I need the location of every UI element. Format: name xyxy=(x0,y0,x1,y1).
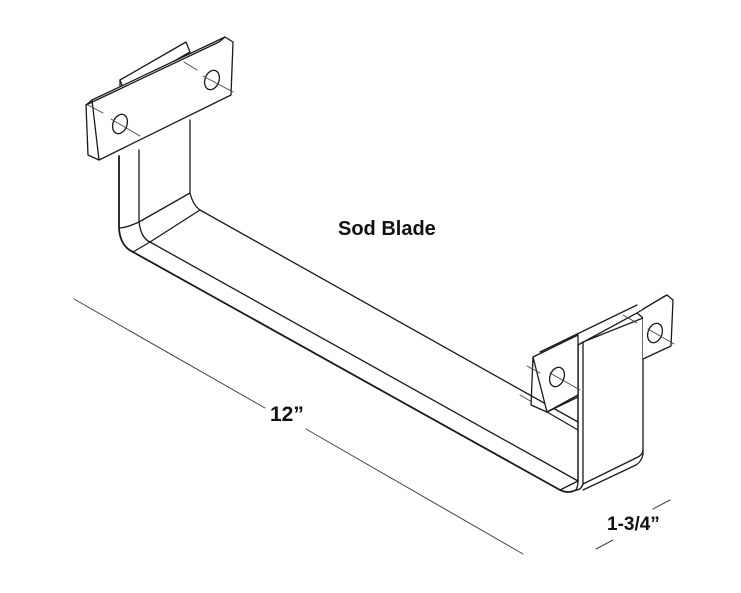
left-plate-hole-1 xyxy=(111,113,129,135)
length-dimension-label: 12” xyxy=(270,403,304,426)
right-plate-hole-2 xyxy=(646,322,664,344)
dimension-line-length xyxy=(73,298,524,555)
right-plate-hole-1 xyxy=(548,366,566,388)
width-dimension-label: 1-3/4” xyxy=(607,514,660,535)
left-mounting-plate xyxy=(85,36,234,161)
dimension-line-width xyxy=(595,499,671,550)
diagram-title: Sod Blade xyxy=(338,218,436,240)
blade-body xyxy=(118,119,644,493)
right-mounting-plate xyxy=(519,294,675,431)
